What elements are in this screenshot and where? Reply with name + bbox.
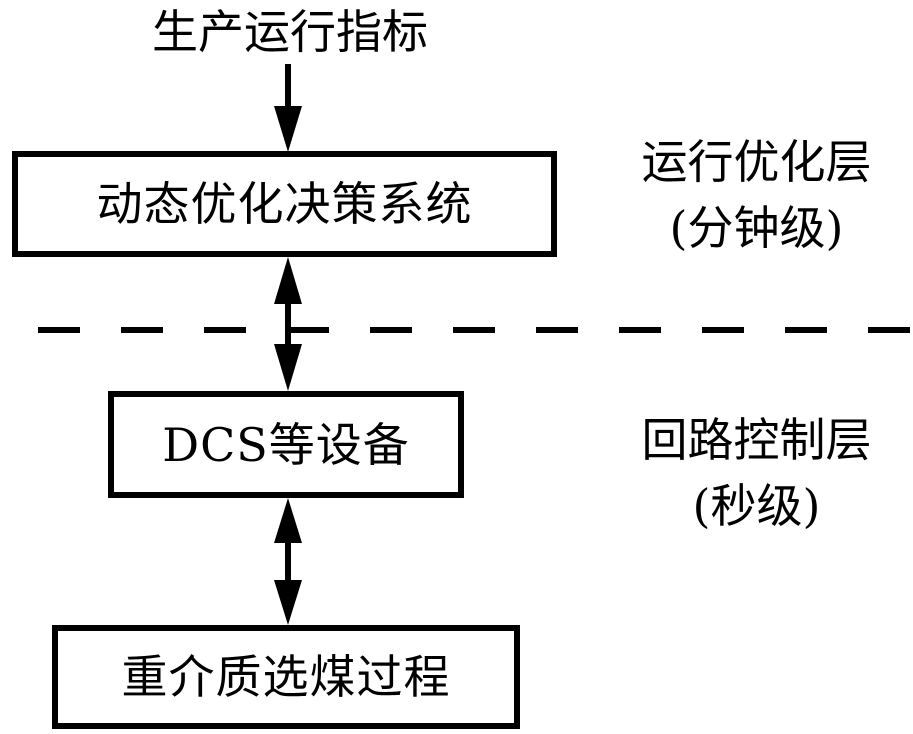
dense-medium-process-box: 重介质选煤过程 [52,625,520,729]
dynamic-optimization-box: 动态优化决策系统 [12,151,557,257]
control-layer-name: 回路控制层 [641,413,872,467]
optimization-layer-name: 运行优化层 [641,135,872,189]
optimization-layer-timescale: (分钟级) [669,201,844,255]
control-layer-timescale: (秒级) [692,479,821,533]
input-arrow [274,64,302,152]
dynamic-optimization-label: 动态优化决策系统 [96,177,473,231]
arrowhead-up-icon [274,257,302,304]
dcs-equipment-label: DCS等设备 [162,417,410,472]
dcs-equipment-box: DCS等设备 [108,391,464,498]
optimization-dcs-arrow [274,257,302,391]
arrowhead-down-icon [274,344,302,391]
dense-medium-process-label: 重介质选煤过程 [121,650,451,704]
arrowhead-down-icon [274,106,302,152]
input-label: 生产运行指标 [152,5,428,59]
arrowhead-down-icon [274,580,302,625]
arrowhead-up-icon [274,498,302,543]
dcs-process-arrow [274,498,302,625]
